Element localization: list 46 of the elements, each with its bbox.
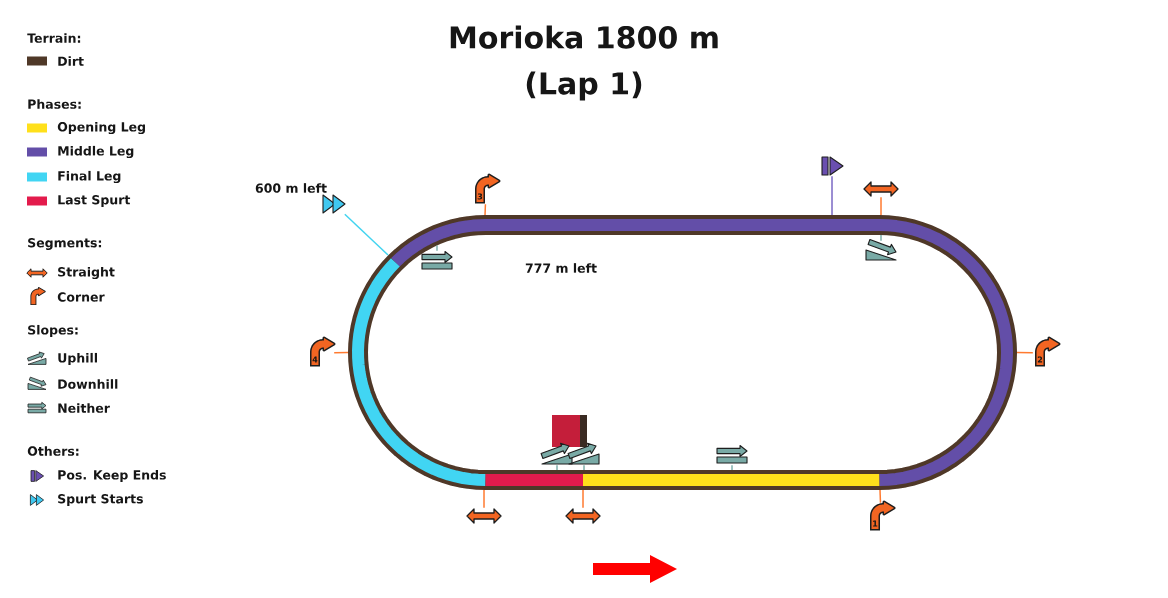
level-arrows-icon	[421, 250, 453, 270]
uphill-icon	[540, 442, 573, 465]
distance-label: 600 m left	[255, 183, 327, 193]
leader-line	[582, 489, 584, 509]
corner-number: 2	[1037, 356, 1043, 363]
leader-line	[880, 234, 882, 242]
legend-label: Spurt Starts	[58, 494, 143, 506]
legend-label: Middle Leg	[58, 145, 134, 159]
leader-line	[436, 244, 438, 252]
double-arrow-icon	[565, 508, 601, 524]
legend-label: Opening Leg	[57, 121, 145, 135]
legend-label: Last Spurt	[58, 195, 131, 207]
title: Morioka 1800 m (Lap 1)	[450, 25, 718, 101]
corner-number: 3	[477, 193, 483, 200]
corner-number: 4	[312, 356, 318, 363]
leader-line	[831, 175, 833, 216]
legend-label: Final Leg	[58, 170, 121, 184]
legend-heading: Terrain:	[27, 33, 81, 43]
distance-label: 777 m left	[525, 263, 597, 273]
legend-label: Neither	[58, 403, 110, 413]
legend-label: Pos. Keep Ends	[58, 469, 166, 483]
leader-line	[484, 203, 487, 216]
legend-label: Corner	[57, 292, 105, 302]
legend-heading: Segments:	[28, 238, 102, 250]
legend-label: Downhill	[58, 379, 118, 389]
double-arrow-icon	[863, 181, 899, 197]
legend-heading: Slopes:	[28, 324, 78, 338]
corner-number: 1	[873, 520, 878, 527]
bar-triangle-icon	[821, 156, 844, 176]
uphill-icon	[567, 442, 600, 465]
leader-line	[556, 464, 558, 471]
leader-line	[731, 464, 733, 471]
leader-line	[1016, 351, 1034, 354]
legend-label: Dirt	[58, 56, 84, 66]
leader-line	[879, 489, 882, 504]
legend-heading: Phases:	[28, 99, 81, 109]
legend-label: Straight	[58, 266, 115, 280]
downhill-icon	[865, 239, 897, 261]
level-arrows-icon	[716, 444, 748, 464]
legend-heading: Others:	[27, 446, 79, 456]
leader-line	[483, 489, 485, 509]
leader-line	[583, 464, 585, 471]
legend-label: Uphill	[58, 352, 97, 366]
leader-line	[880, 196, 882, 216]
double-arrow-icon	[466, 508, 502, 524]
leader-line	[333, 351, 349, 354]
